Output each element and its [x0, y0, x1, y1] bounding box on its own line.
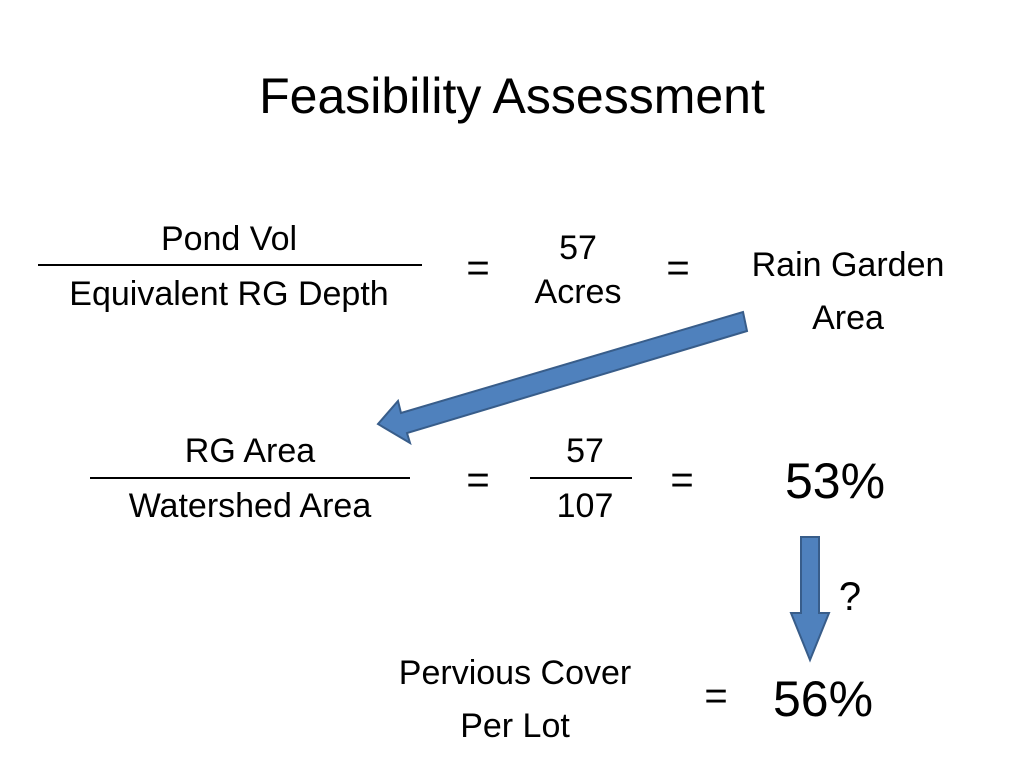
row1-result-line2: Area: [812, 299, 884, 337]
row2-fraction-numerator: 57: [566, 432, 604, 470]
row1-numerator: Pond Vol: [160, 220, 298, 258]
row2-equals-1: =: [466, 458, 490, 502]
row3-equals: =: [704, 674, 728, 718]
row2-result: 53%: [784, 453, 886, 509]
row1-equals-2: =: [666, 246, 690, 290]
slide-title: Feasibility Assessment: [259, 68, 765, 124]
row2-fraction-denominator: 107: [556, 487, 614, 525]
row2-numerator: RG Area: [184, 432, 316, 470]
row2-equals-2: =: [670, 458, 694, 502]
row1-equals-1: =: [466, 246, 490, 290]
row2-fraction-bar: [90, 477, 410, 479]
row1-denominator: Equivalent RG Depth: [69, 275, 389, 313]
row3-label-line2: Per Lot: [460, 707, 570, 745]
row1-value-number: 57: [559, 229, 597, 267]
row1-result-line1: Rain Garden: [751, 246, 945, 284]
row1-fraction-bar: [38, 264, 422, 266]
row3-label-line1: Pervious Cover: [398, 654, 632, 692]
row3-result: 56%: [772, 671, 874, 727]
diagonal-arrow-icon: [376, 310, 749, 446]
row1-value-unit: Acres: [534, 273, 622, 311]
down-arrow-icon: [789, 536, 831, 663]
question-mark: ?: [838, 575, 862, 619]
row2-denominator: Watershed Area: [128, 487, 372, 525]
row2-value-fraction-bar: [530, 477, 632, 479]
